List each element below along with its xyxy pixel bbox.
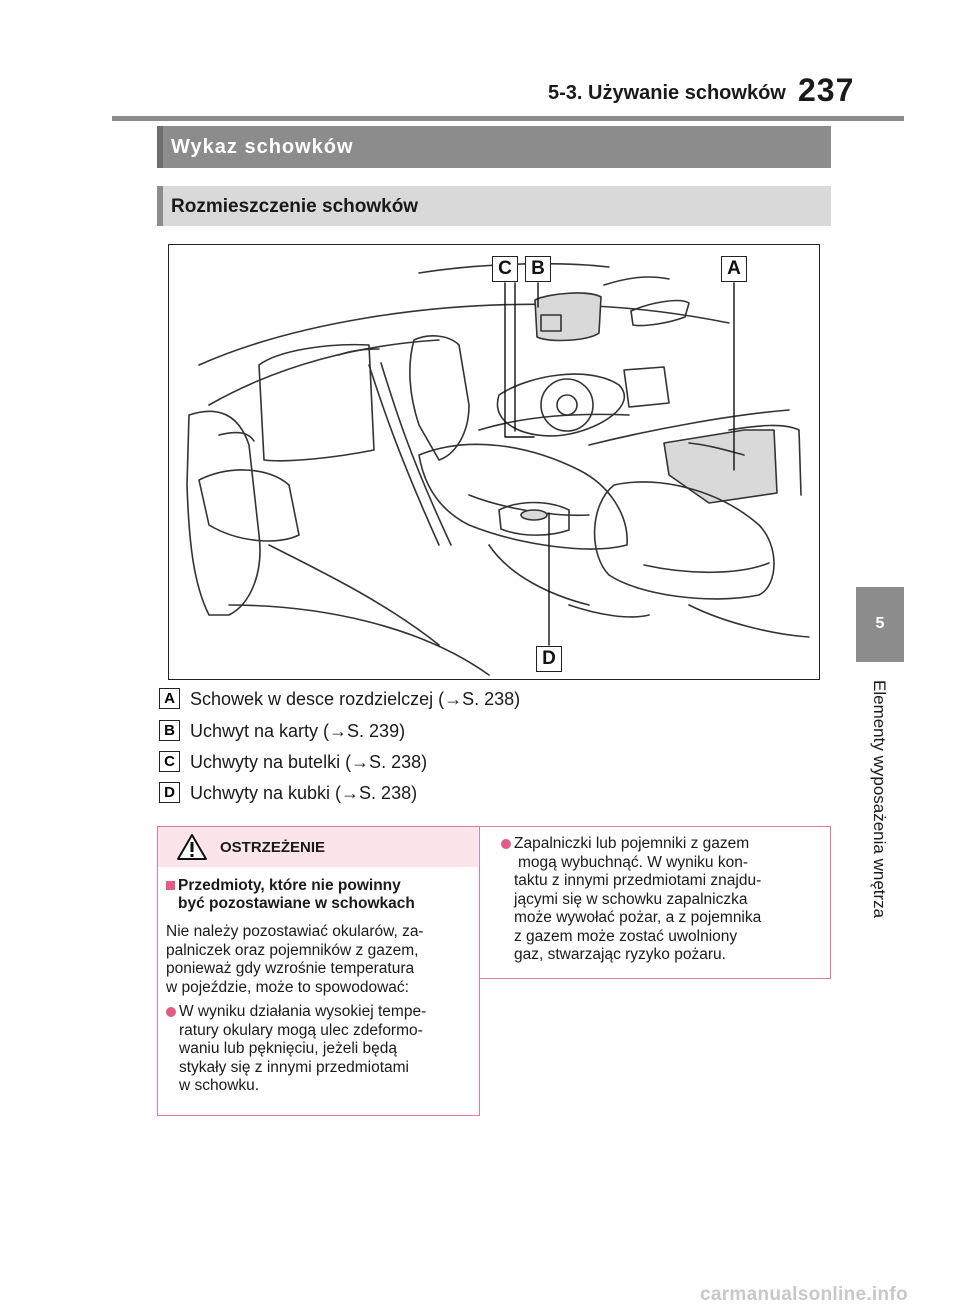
bullet-line: gaz, stwarzając ryzyko pożaru. [514, 946, 726, 963]
chapter-tab-number: 5 [875, 615, 885, 632]
running-header-section: 5-3. Używanie schowków [548, 82, 786, 104]
legend-text-a: Schowek w desce rozdzielczej (→S. 238) [190, 689, 521, 709]
bullet-line: waniu lub pęknięciu, jeżeli będą [179, 1040, 398, 1057]
bullet-line: w schowku. [179, 1077, 260, 1094]
warning-subheading-line: Przedmioty, które nie powinny [178, 877, 401, 894]
warning-box: OSTRZEŻENIE Przedmioty, które nie powinn… [157, 826, 480, 1116]
warning-body: Nie należy pozostawiać okularów, za- pal… [166, 923, 476, 997]
bullet-line: stykały się z innymi przedmiotami [179, 1058, 409, 1076]
warning-title: OSTRZEŻENIE [220, 839, 326, 856]
bullet-line: jącymi się w schowku zapalniczka [514, 890, 748, 908]
page-number: 237 [798, 72, 855, 108]
section-title-accent [157, 126, 163, 168]
warning-body-line: ponieważ gdy wzrośnie temperatura [166, 960, 415, 977]
chapter-tab: 5 [856, 587, 904, 662]
section-title-bar: Wykaz schowków [157, 126, 831, 168]
bullet-line: ratury okulary mogą ulec zdeformo- [179, 1021, 423, 1039]
callout-a: A [721, 256, 747, 282]
subsection-title-bar: Rozmieszczenie schowków [157, 186, 831, 226]
warning-header: OSTRZEŻENIE [158, 827, 478, 867]
watermark: carmanualsonline.info [700, 1284, 908, 1305]
legend-text-d: Uchwyty na kubki (→S. 238) [190, 783, 418, 803]
interior-illustration: C B A D [168, 244, 820, 680]
chapter-side-label-text: Elementy wyposażenia wnętrza [870, 680, 889, 919]
warning-body-line: w pojeździe, może to spowodować: [166, 978, 409, 996]
legend-key-c: C [159, 751, 180, 772]
bullet-line: mogą wybuchnąć. W wyniku kon- [518, 853, 749, 871]
bullet-line: z gazem może zostać uwolniony [514, 927, 738, 945]
chapter-side-label: Elementy wyposażenia wnętrza [857, 680, 903, 940]
warning-triangle-icon [177, 834, 207, 860]
legend-key-a: A [159, 688, 180, 709]
bullet-dot-icon [166, 1007, 176, 1017]
square-bullet-icon [166, 881, 175, 890]
subsection-title: Rozmieszczenie schowków [171, 196, 419, 217]
warning-body-line: palniczek oraz pojemników z gazem, [166, 941, 419, 959]
bullet-line: Zapalniczki lub pojemniki z gazem [514, 835, 750, 852]
bullet-line: taktu z innymi przedmiotami znajdu- [514, 872, 762, 889]
section-title: Wykaz schowków [171, 136, 354, 158]
bullet-dot-icon [501, 839, 511, 849]
subsection-title-accent [157, 186, 163, 226]
warning-subheading-line: być pozostawiane w schowkach [178, 895, 415, 912]
callout-d: D [536, 646, 562, 672]
legend-key-b: B [159, 720, 180, 741]
legend-key-d: D [159, 782, 180, 803]
warning-box-continued: Zapalniczki lub pojemniki z gazem mogą w… [480, 826, 831, 979]
header-rule [112, 116, 904, 121]
legend-text-b: Uchwyt na karty (→S. 239) [190, 721, 406, 741]
warning-body-line: Nie należy pozostawiać okularów, za- [166, 923, 424, 940]
callout-b: B [525, 256, 551, 282]
bullet-line: W wyniku działania wysokiej tempe- [179, 1003, 427, 1020]
bullet-line: może wywołać pożar, a z pojemnika [514, 909, 762, 926]
legend-text-c: Uchwyty na butelki (→S. 238) [190, 752, 428, 772]
car-interior-drawing [186, 262, 810, 676]
callout-c: C [492, 256, 518, 282]
